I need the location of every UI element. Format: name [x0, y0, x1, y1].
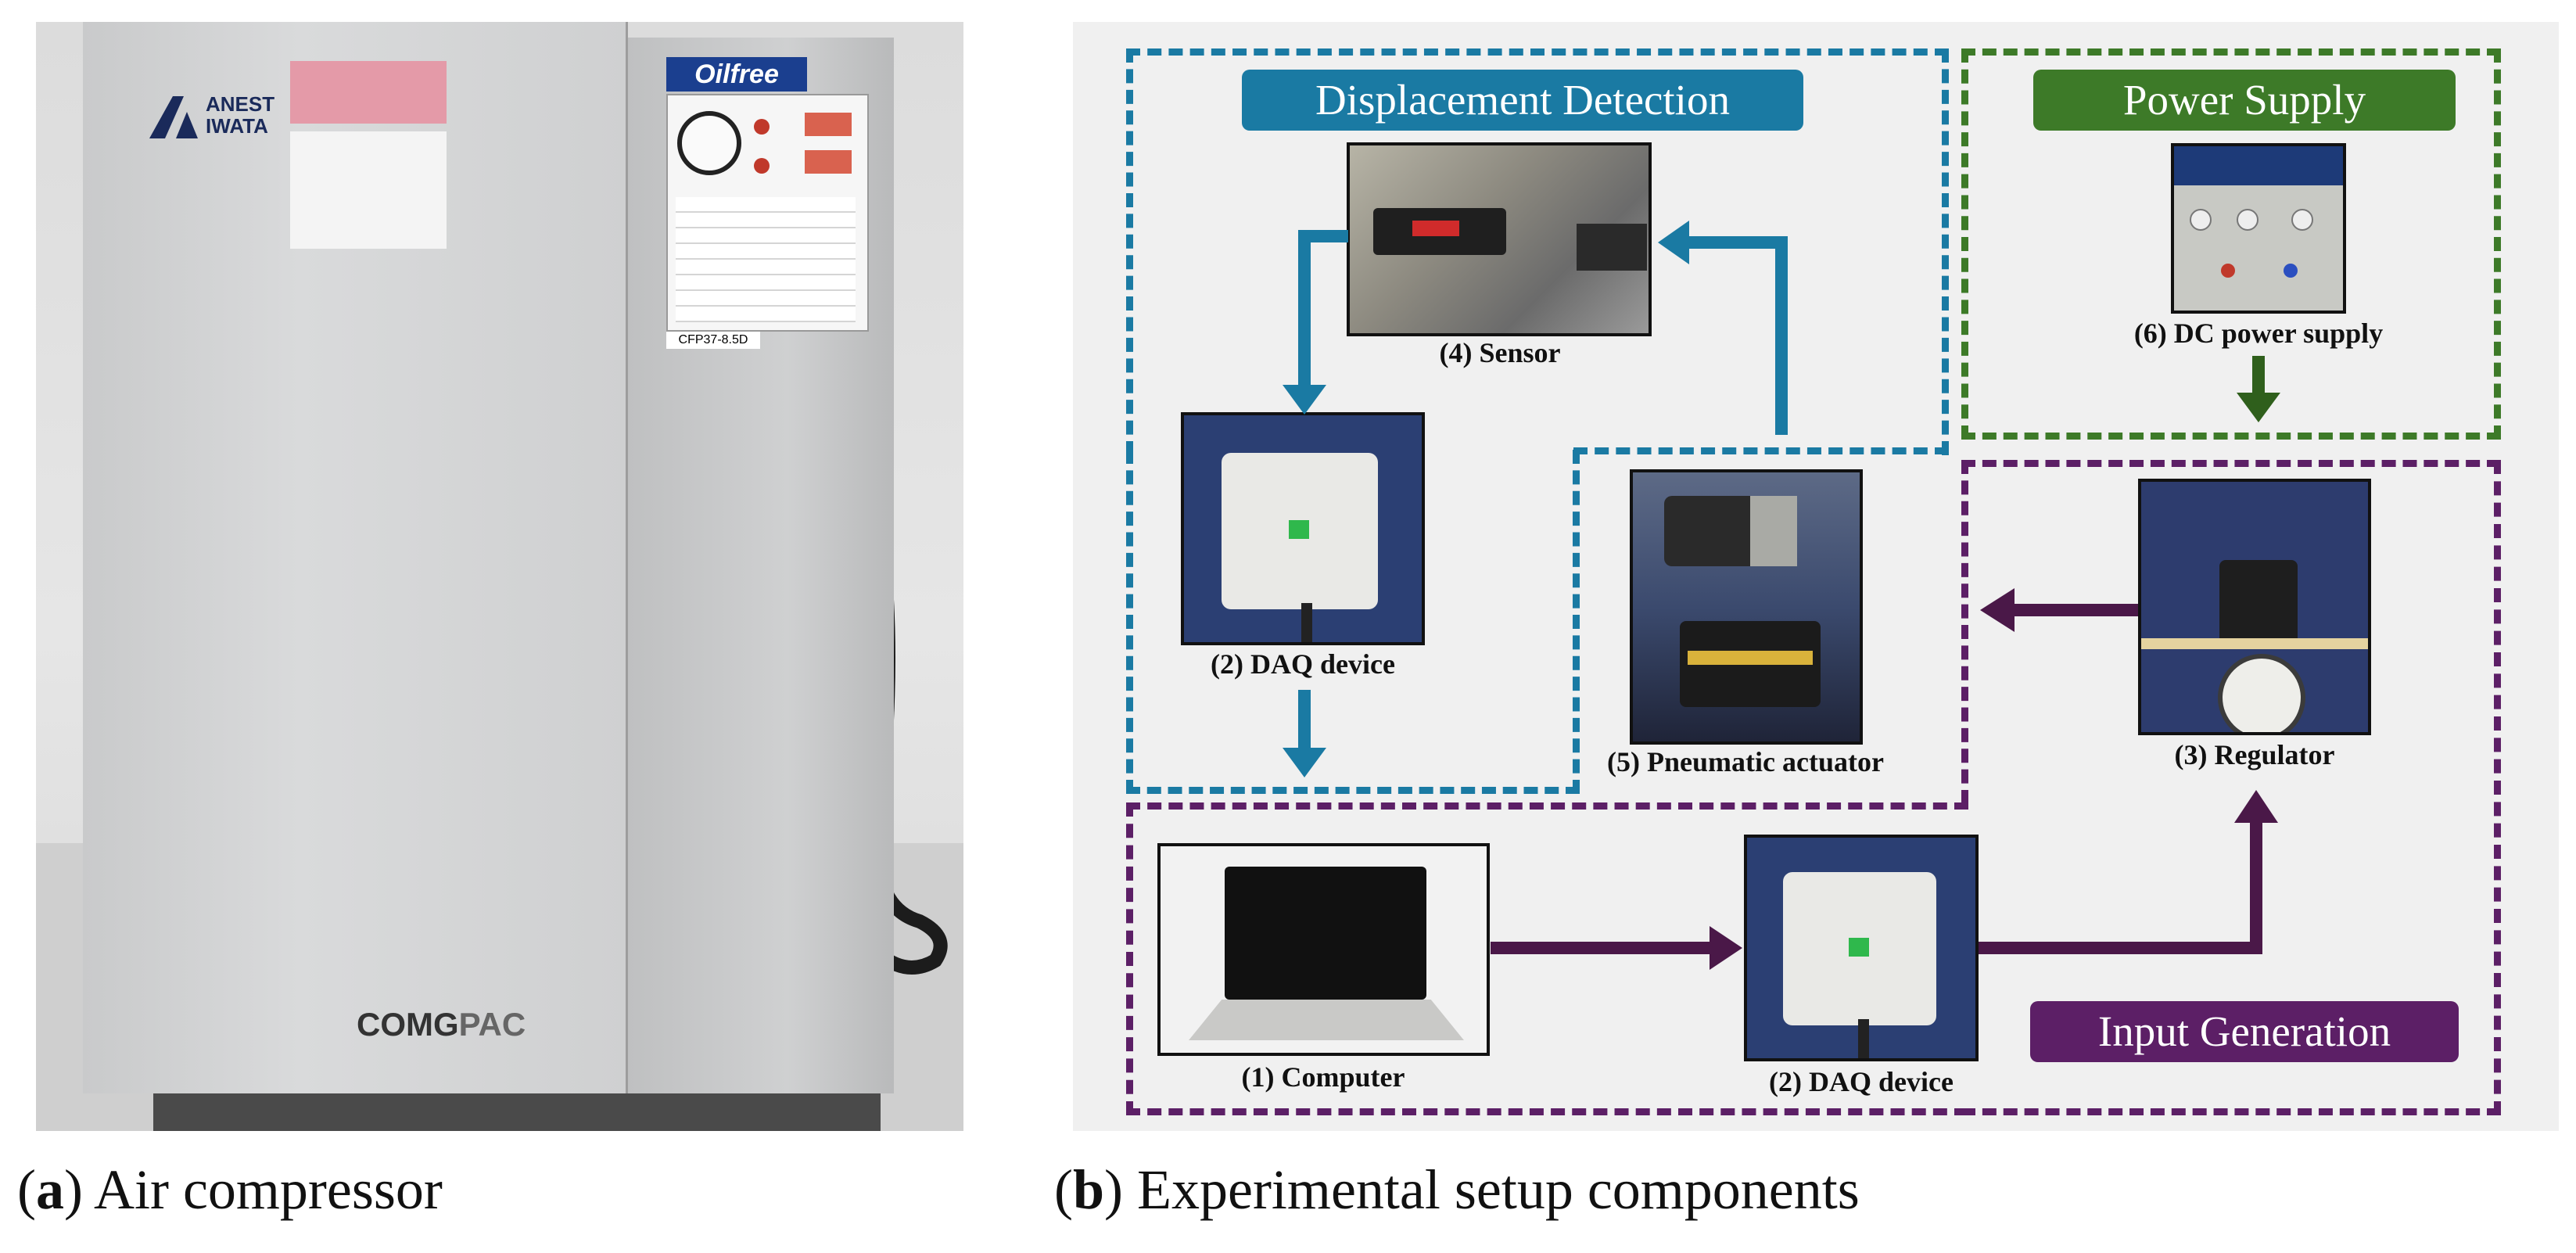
arrow-regulator-to-actuator-head: [1980, 588, 2015, 632]
instruction-sticker-white: [290, 131, 447, 249]
dc-power-supply-label: (6) DC power supply: [2133, 318, 2384, 349]
arrow-actuator-to-sensor-head: [1658, 221, 1689, 264]
pneumatic-actuator-label: (5) Pneumatic actuator: [1607, 746, 1884, 777]
control-panel: [666, 94, 869, 332]
anest-iwata-logo: ANEST IWATA: [149, 93, 274, 142]
brand-line-1: ANEST: [206, 92, 275, 116]
caption-b-letter: b: [1072, 1158, 1105, 1221]
sensor-photo: [1347, 142, 1652, 336]
power-supply-banner: Power Supply: [2033, 70, 2456, 131]
comgpac-logo: COMGPAC: [357, 1006, 526, 1043]
caption-b-text: Experimental setup components: [1123, 1158, 1860, 1221]
pneumatic-actuator-photo: [1630, 469, 1863, 745]
product-name-part-2: PAC: [458, 1006, 526, 1043]
pressure-gauge-icon: [677, 111, 741, 175]
input-generation-box-right: [1961, 460, 2501, 1115]
sensor-label: (4) Sensor: [1439, 337, 1561, 368]
air-compressor-photo: ANEST IWATA Oilfree CFP37-8.5D COMGPAC: [36, 22, 963, 1131]
instruction-sticker-red: [290, 61, 447, 124]
arrow-computer-to-daq-head: [1710, 926, 1742, 970]
product-name-part-1: COMG: [357, 1006, 459, 1043]
input-generation-box-bottom: [1126, 802, 1968, 1115]
caption-b: (b) Experimental setup components: [1054, 1158, 1860, 1221]
displacement-detection-box-upper: [1126, 48, 1949, 455]
caption-a-text: Air compressor: [82, 1158, 443, 1221]
daq-device-photo-bottom: [1744, 835, 1979, 1061]
arrow-sensor-to-daq-head: [1283, 385, 1326, 415]
computer-label: (1) Computer: [1241, 1061, 1405, 1093]
input-generation-banner: Input Generation: [2030, 1001, 2459, 1062]
regulator-label: (3) Regulator: [2174, 739, 2335, 770]
arrow-actuator-to-sensor: [1681, 236, 1788, 435]
arrow-daq-down-head: [1283, 748, 1326, 777]
regulator-photo: [2138, 479, 2371, 735]
computer-photo: [1157, 843, 1490, 1056]
dc-power-supply-photo: [2171, 143, 2346, 314]
displacement-detection-box-notch: [1573, 447, 1949, 455]
brand-line-2: IWATA: [206, 114, 268, 138]
displacement-detection-banner: Displacement Detection: [1242, 70, 1803, 131]
input-generation-box-mid: [1961, 460, 1968, 804]
daq-device-bottom-label: (2) DAQ device: [1769, 1066, 1954, 1097]
arrow-power-down-head: [2237, 393, 2280, 422]
caption-a-letter: a: [35, 1158, 64, 1221]
compressor-base: [153, 1093, 881, 1131]
daq-device-top-label: (2) DAQ device: [1211, 648, 1395, 680]
caption-a: (a) Air compressor: [17, 1158, 443, 1221]
daq-device-photo-top: [1181, 412, 1425, 645]
arrow-daq-to-regulator-head: [2234, 790, 2278, 823]
arrow-daq-to-regulator: [1979, 818, 2262, 954]
model-code: CFP37-8.5D: [666, 332, 760, 349]
arrow-sensor-to-daq: [1298, 230, 1348, 391]
power-supply-box: [1961, 48, 2501, 440]
displacement-detection-box-lower: [1126, 450, 1580, 794]
model-badge: Oilfree: [666, 57, 807, 92]
